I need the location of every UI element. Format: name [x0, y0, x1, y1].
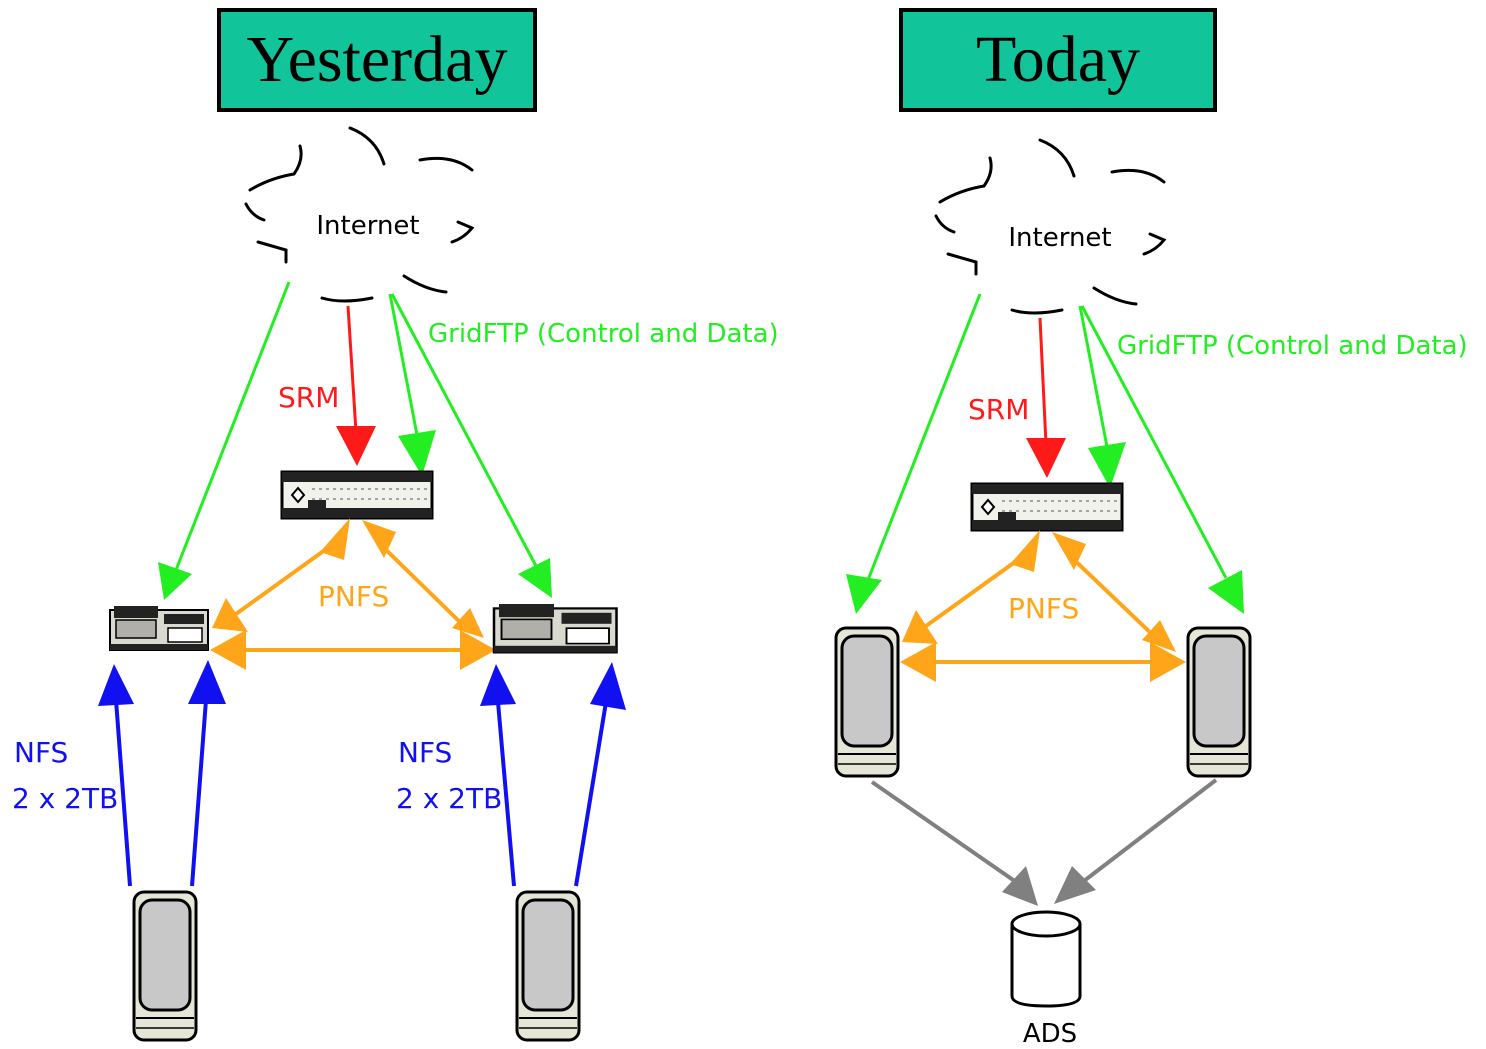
gridftp-label: GridFTP (Control and Data) [1117, 331, 1468, 361]
pnfs-label: PNFS [1008, 592, 1079, 625]
srm-label: SRM [968, 393, 1029, 426]
pnfs-server-icon [280, 470, 434, 520]
ads-links [870, 778, 1218, 906]
gridftp-label: GridFTP (Control and Data) [428, 319, 779, 349]
srm-label: SRM [278, 381, 339, 414]
title-yesterday: Yesterday [217, 8, 537, 112]
title-today: Today [899, 8, 1217, 112]
pool-node-right-icon [492, 602, 618, 654]
internet-label: Internet [316, 211, 419, 241]
nfs-left-size: 2 x 2TB [12, 782, 118, 815]
pool-node-left-icon [109, 605, 209, 651]
nfs-arrows [98, 660, 626, 887]
gridftp-arrows [846, 293, 1244, 614]
pnfs-links [900, 530, 1186, 682]
gridftp-arrows [158, 281, 552, 600]
srm-arrow [1026, 317, 1066, 478]
ads-storage-icon [1010, 910, 1082, 1008]
internet-cloud-icon [934, 138, 1167, 315]
internet-cloud-icon [244, 126, 475, 303]
panel-yesterday: Internet SRM GridFTP (Control and Data) [12, 126, 779, 1042]
srm-arrow [336, 305, 376, 466]
pnfs-links [210, 518, 496, 670]
ads-label: ADS [1023, 1019, 1077, 1049]
nfs-left-label: NFS [14, 736, 68, 769]
nfs-right-size: 2 x 2TB [396, 782, 502, 815]
nfs-disk-left-icon [132, 890, 198, 1042]
internet-label: Internet [1008, 223, 1111, 253]
pool-server-left-icon [834, 626, 900, 778]
panel-today: Internet SRM GridFTP (Control and Data) [834, 138, 1468, 1049]
nfs-disk-right-icon [515, 890, 581, 1042]
nfs-right-label: NFS [398, 736, 452, 769]
pnfs-server-icon [970, 482, 1124, 532]
pool-server-right-icon [1186, 626, 1252, 778]
pnfs-label: PNFS [318, 580, 389, 613]
